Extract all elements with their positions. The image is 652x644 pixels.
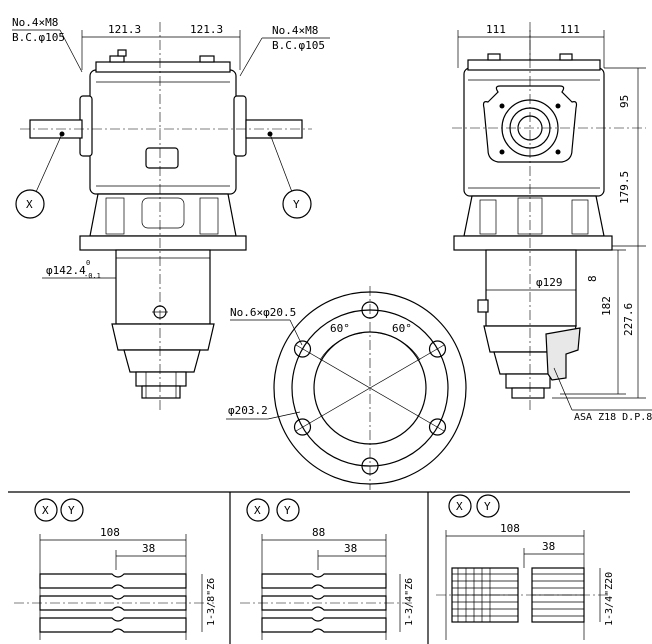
shaft-detail-3: X Y 108 38 1-3/4"Z20 xyxy=(436,494,615,640)
front-callout-right-2: B.C.φ105 xyxy=(272,39,325,52)
shaft-3-y-label: Y xyxy=(484,500,491,513)
shaft-2-x-label: X xyxy=(254,504,261,517)
front-pilot-tol-lower: -0.1 xyxy=(84,272,101,280)
shaft-1-total: 108 xyxy=(100,526,120,539)
flange-holes: No.6×φ20.5 xyxy=(230,306,296,319)
flange-pcd: φ203.2 xyxy=(228,404,268,417)
side-height-top: 95 xyxy=(618,95,631,108)
side-dim-left: 111 xyxy=(486,23,506,36)
side-spline-note: ASA Z18 D.P.8/16 xyxy=(574,412,652,423)
side-dim-right: 111 xyxy=(560,23,580,36)
shaft-detail-2: X Y 88 38 1-3/4"Z6 xyxy=(240,498,415,640)
shaft-1-spline-len: 38 xyxy=(142,542,155,555)
shaft-2-y-label: Y xyxy=(284,504,291,517)
front-callout-left-1: No.4×M8 xyxy=(12,16,58,29)
side-height-mid: 179.5 xyxy=(618,171,631,204)
front-shaft-y-label: Y xyxy=(293,198,300,211)
shaft-1-spec: 1-3/8"Z6 xyxy=(206,578,217,626)
shaft-detail-1: X Y 108 38 1-3/8"Z6 xyxy=(14,498,217,640)
flange-angle-1: 60° xyxy=(330,322,350,335)
shaft-1-x-label: X xyxy=(42,504,49,517)
flange-angle-2: 60° xyxy=(392,322,412,335)
flange-view: 60° 60° No.6×φ20.5 φ203.2 xyxy=(226,286,467,490)
shaft-2-spline-len: 38 xyxy=(344,542,357,555)
front-view: 121.3 121.3 No.4×M8 B.C.φ105 No.4×M8 B.C… xyxy=(12,16,330,410)
shaft-3-x-label: X xyxy=(456,500,463,513)
shaft-1-y-label: Y xyxy=(68,504,75,517)
side-flange-thk: 8 xyxy=(586,275,599,282)
side-bore: φ129 xyxy=(536,276,563,289)
front-callout-right-1: No.4×M8 xyxy=(272,24,318,37)
shaft-details: X Y 108 38 1-3/8"Z6 X Y xyxy=(8,491,630,644)
shaft-2-total: 88 xyxy=(312,526,325,539)
front-pilot-tol-upper: 0 xyxy=(86,259,90,267)
front-pilot-diameter: φ142.4 xyxy=(46,264,86,277)
shaft-3-spec: 1-3/4"Z20 xyxy=(604,572,615,626)
side-len-182: 182 xyxy=(600,296,613,316)
front-dim-right: 121.3 xyxy=(190,23,223,36)
front-shaft-x-label: X xyxy=(26,198,33,211)
side-view: 111 111 xyxy=(452,22,652,423)
shaft-3-total: 108 xyxy=(500,522,520,535)
side-len-227: 227.6 xyxy=(622,303,635,336)
front-callout-left-2: B.C.φ105 xyxy=(12,31,65,44)
shaft-2-spec: 1-3/4"Z6 xyxy=(404,578,415,626)
shaft-3-spline-len: 38 xyxy=(542,540,555,553)
front-dim-left: 121.3 xyxy=(108,23,141,36)
